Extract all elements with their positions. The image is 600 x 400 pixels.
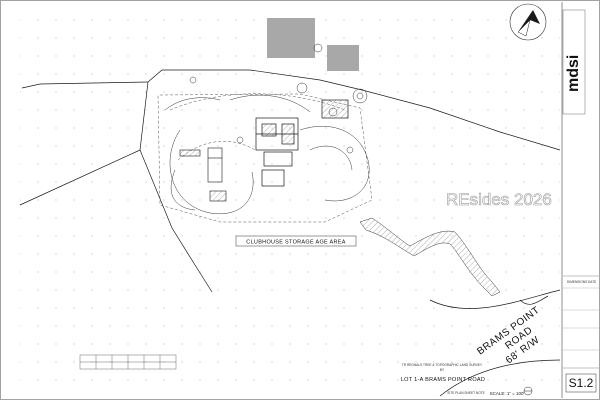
section-marker-icon [523, 386, 533, 396]
lot-caption: LOT 1-A BRAMS POINT ROAD [401, 377, 485, 383]
storage-area-label: CLUBHOUSE STORAGE AGE AREA [246, 240, 345, 246]
survey-by: BY [440, 368, 445, 372]
existing-building [327, 45, 359, 71]
date-label: DATE [588, 280, 596, 284]
brams-point-road [429, 289, 561, 397]
west-structures [179, 147, 227, 202]
survey-caption: TR REGNALS TREE & TOPOGRAPHIC LAND SURVE… [402, 363, 483, 367]
sheet-number: S1.2 [569, 376, 594, 390]
watermark-text: REsides 2026 [446, 190, 552, 209]
survey-grid [20, 8, 560, 396]
dim-label: DIMENSIONS [567, 280, 587, 284]
trees [189, 43, 368, 154]
clubhouse-building [255, 117, 299, 187]
property-boundary [19, 69, 561, 293]
pool-building [321, 99, 349, 119]
scale-caption: SCALE: 1" = 100' [490, 391, 525, 396]
north-arrow-icon [509, 3, 547, 41]
firm-logo: mdsi [565, 55, 582, 92]
title-block: DIMENSIONS DATE S1.2 [561, 2, 599, 398]
storage-area-box [235, 235, 357, 247]
schedule-table [79, 354, 177, 370]
boardwalk [359, 217, 501, 297]
plan-caption: SITE PLAN SHEET NOTE [447, 391, 485, 395]
existing-building [267, 18, 315, 58]
